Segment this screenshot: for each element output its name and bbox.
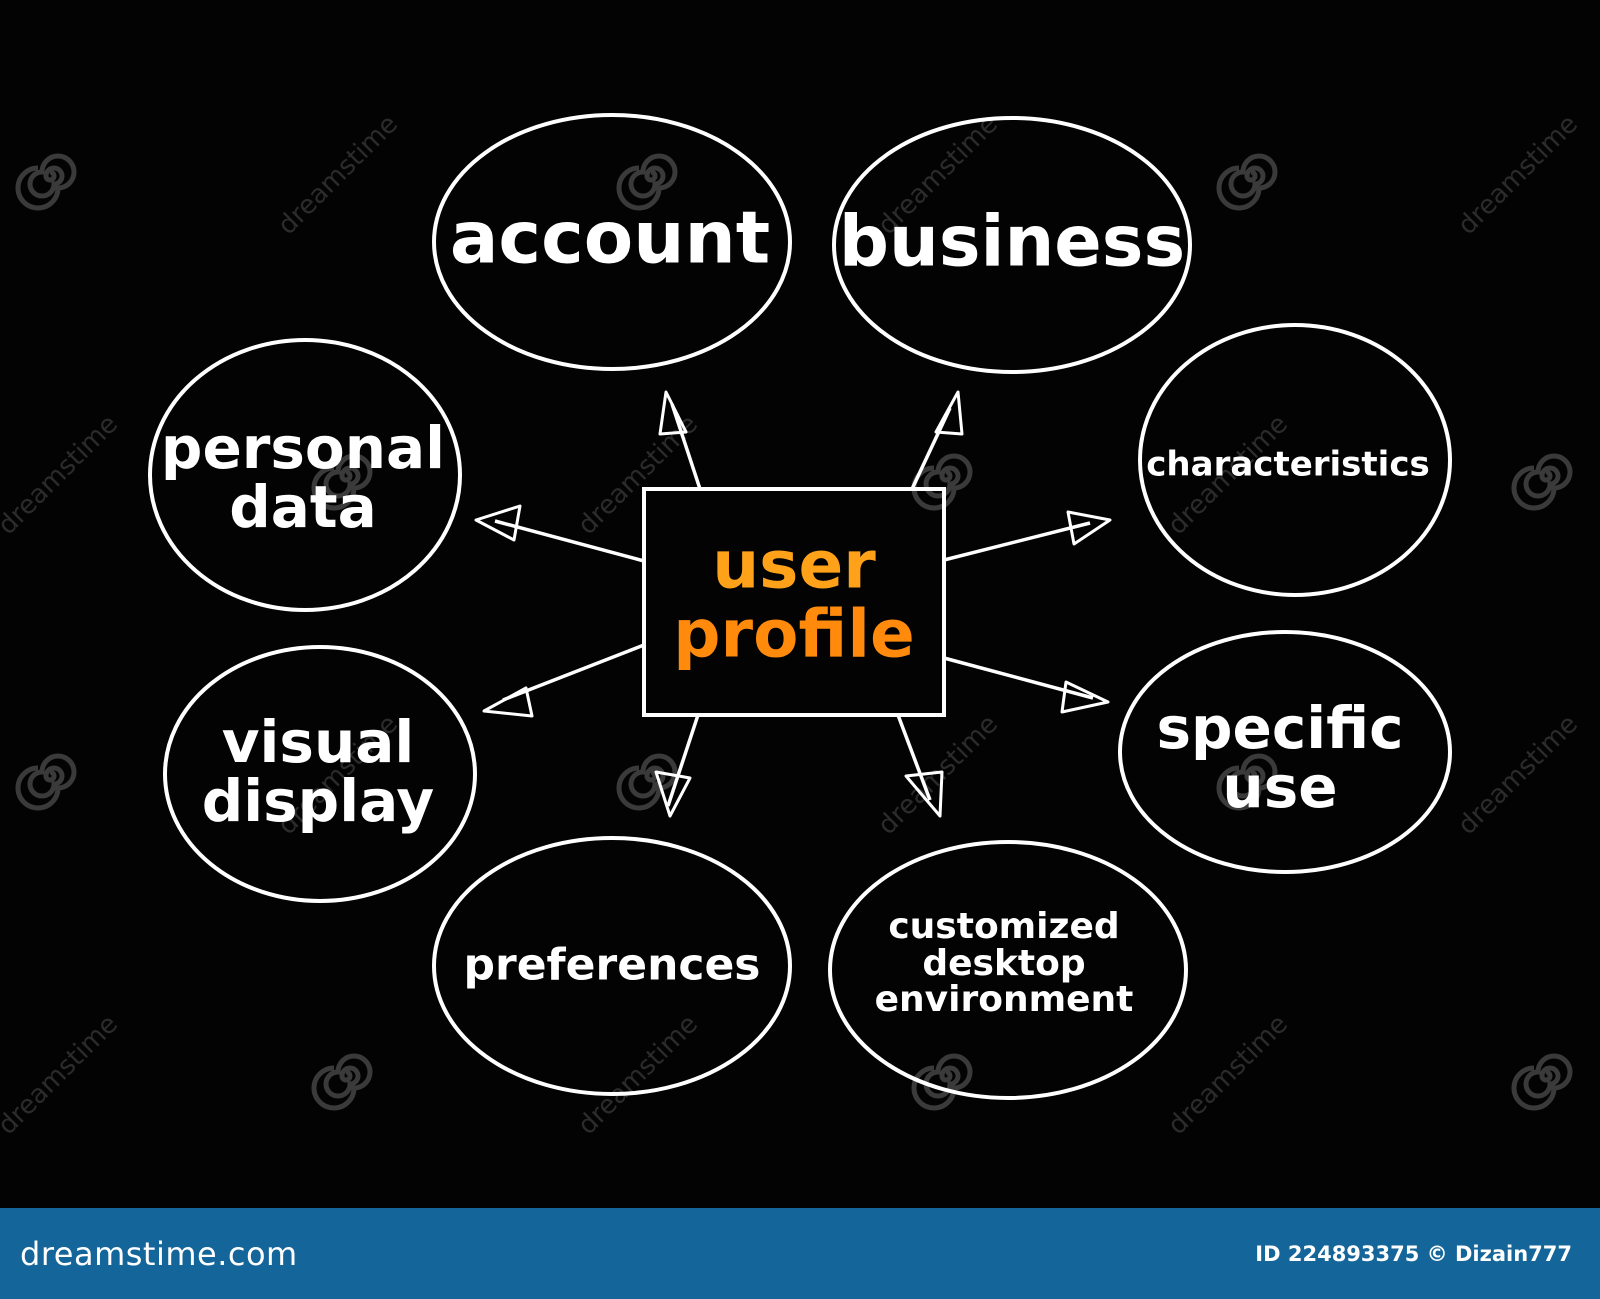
footer-bar: dreamstime.com ID 224893375 © Dizain777 — [0, 1208, 1600, 1299]
arrow-line-customized-desktop-environment — [896, 714, 932, 801]
arrowhead-customized-desktop-environment — [904, 770, 944, 818]
arrow-line-specific-use — [943, 656, 1094, 700]
node-personal-data: personal data — [160, 413, 446, 541]
node-specific-use: specific use — [1156, 693, 1404, 821]
node-preferences: preferences — [463, 939, 761, 991]
spiral-logo-icon — [1511, 1053, 1573, 1111]
ellipse-business — [832, 116, 1192, 374]
ellipse-specific-use — [1118, 630, 1452, 874]
arrow-line-account — [670, 403, 702, 490]
ellipse-personal-data — [148, 338, 462, 612]
arrowhead-business — [934, 390, 964, 436]
arrow-line-visual-display — [502, 643, 645, 702]
spiral-logo-icon — [311, 453, 373, 511]
center-label-line2: profile — [673, 596, 915, 673]
footer-brand[interactable]: dreamstime.com — [20, 1234, 298, 1273]
spiral-logo-icon — [311, 1053, 373, 1111]
node-business: business — [838, 200, 1186, 283]
node-characteristics: characteristics — [1146, 444, 1430, 485]
spiral-logo-icon — [911, 453, 973, 511]
spiral-logo-icon — [1216, 153, 1278, 211]
arrowhead-specific-use — [1060, 680, 1110, 714]
diagram-lines — [148, 113, 1452, 1100]
arrowhead-preferences — [654, 770, 692, 818]
footer-credit: ID 224893375 © Dizain777 — [1255, 1241, 1572, 1266]
node-visual-display: visual display — [201, 707, 435, 835]
arrow-line-personal-data — [494, 519, 645, 563]
spiral-logo-icon — [616, 753, 678, 811]
ellipse-characteristics — [1138, 323, 1452, 597]
ellipse-account — [432, 113, 792, 371]
arrowhead-account — [658, 390, 688, 436]
node-account: account — [449, 195, 771, 280]
center-box — [642, 487, 946, 717]
spiral-logo-icon — [1511, 453, 1573, 511]
spiral-logo-icon — [15, 753, 77, 811]
center-label: user profile — [673, 526, 915, 673]
arrowhead-personal-data — [474, 504, 522, 542]
spiral-logo-icon — [911, 1053, 973, 1111]
ellipse-preferences — [432, 836, 792, 1096]
spiral-logo-icon — [15, 153, 77, 211]
mind-map-diagram: dreamstime dreamstime dreamstime dreamst… — [0, 109, 1584, 1141]
arrow-line-business — [910, 407, 952, 490]
arrow-line-characteristics — [943, 521, 1091, 562]
node-customized-desktop-environment: customized desktop environment — [874, 905, 1134, 1021]
ellipse-visual-display — [163, 645, 477, 903]
arrow-line-preferences — [666, 714, 700, 807]
arrowhead-characteristics — [1066, 510, 1112, 546]
spiral-logo-icon — [616, 153, 678, 211]
center-label-line1: user — [712, 526, 876, 604]
ellipse-customized-desktop-environment — [828, 840, 1188, 1100]
arrowhead-visual-display — [482, 686, 534, 718]
spiral-logo-icon — [1216, 753, 1278, 811]
